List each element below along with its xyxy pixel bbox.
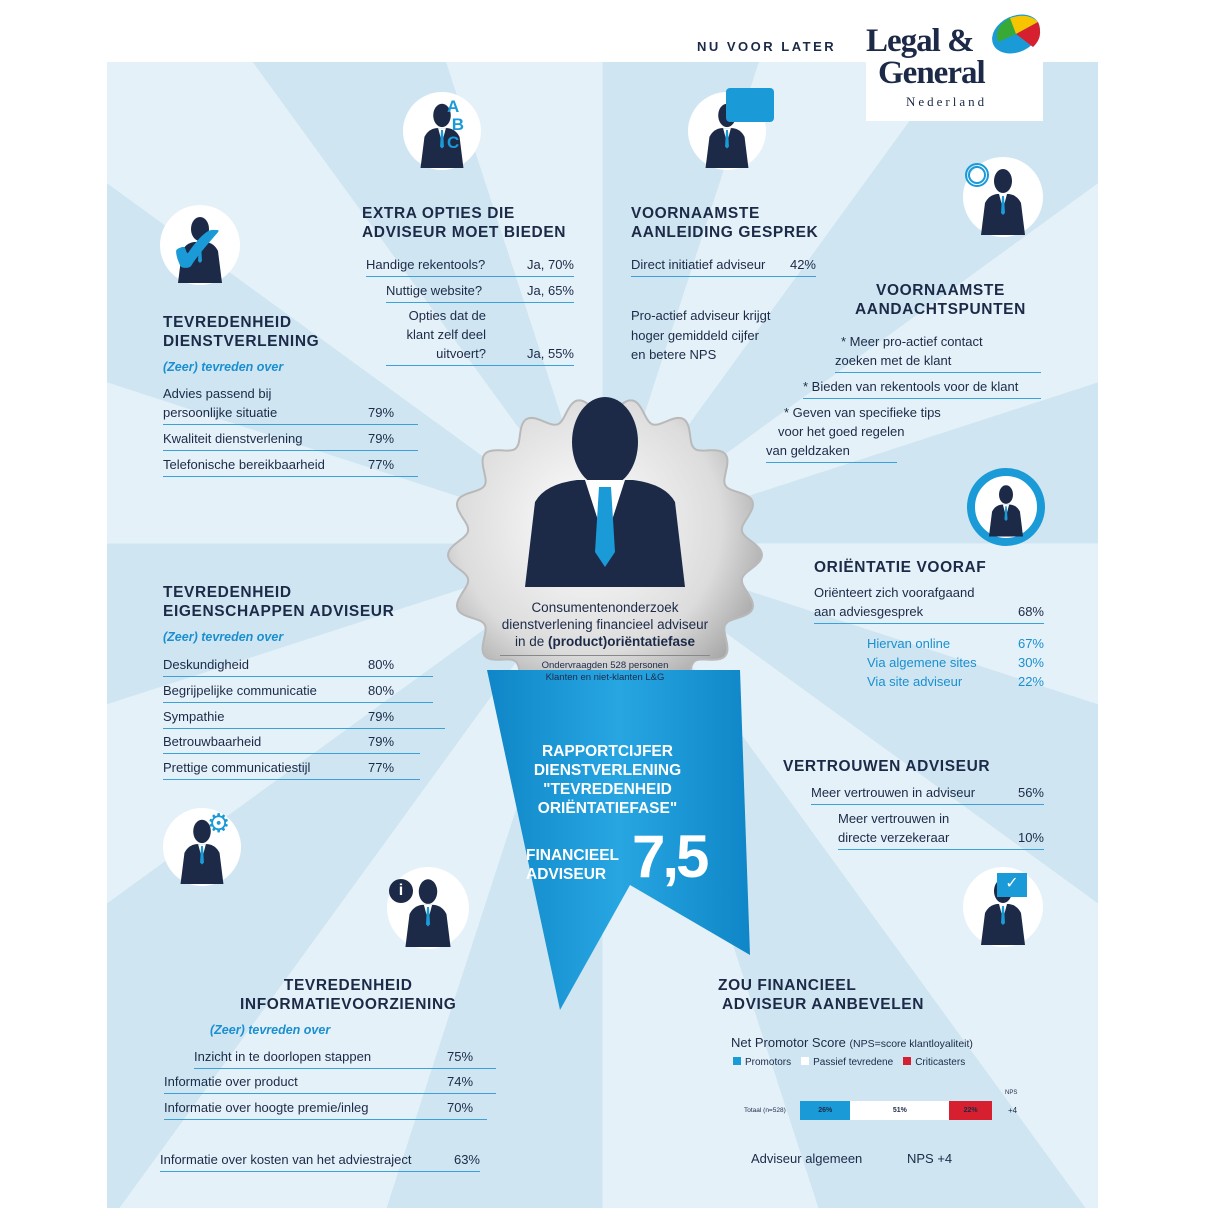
vertrouwen-title: VERTROUWEN ADVISEUR: [783, 758, 991, 775]
nps-footer-value: NPS +4: [907, 1151, 953, 1166]
advisor-figure-icon: [525, 397, 685, 587]
nps-legend: Promotors Passief tevredene Criticasters: [733, 1057, 965, 1068]
legend-swatch: [801, 1057, 810, 1065]
tagline: NU VOOR LATER: [697, 39, 837, 54]
nps-title: Net Promotor Score (NPS=score klantloyal…: [731, 1035, 973, 1050]
bar-segment: 22%: [949, 1101, 992, 1120]
table-row: Informatie over kosten van het adviestra…: [160, 1150, 480, 1172]
legend-swatch: [903, 1057, 912, 1065]
person-speech-bubble-icon: [688, 88, 774, 170]
person-flag-icon: ✓: [963, 867, 1043, 947]
legend-item: Promotors: [733, 1057, 791, 1068]
legend-item: Passief tevredene: [801, 1057, 893, 1068]
ribbon: [487, 670, 750, 1010]
person-gear-icon: ⚙: [163, 808, 241, 886]
eigenschappen-subtitle: (Zeer) tevreden over: [163, 630, 284, 644]
informatie-subtitle: (Zeer) tevreden over: [210, 1023, 331, 1037]
table-row: Handige rekentools?Ja, 70%: [366, 255, 574, 277]
nps-header: NPS: [1005, 1090, 1018, 1096]
logo-line1: Legal &: [866, 23, 975, 59]
nps-footer-label: Adviseur algemeen: [751, 1151, 863, 1166]
umbrella-logo-icon: [992, 14, 1041, 54]
nps-row-label: Totaal (n=528): [744, 1107, 786, 1114]
person-magnifier-icon: [967, 468, 1045, 546]
list-item: * Bieden van rekentools voor de klant: [803, 377, 1041, 399]
logo-line2: General: [878, 55, 986, 91]
nps-stacked-bar: 26%51%22%: [800, 1101, 992, 1120]
orientatie-title: ORIËNTATIE VOORAF: [814, 559, 987, 576]
bar-segment: 26%: [800, 1101, 851, 1120]
bar-segment: 51%: [850, 1101, 950, 1120]
score: 7,5: [632, 823, 709, 890]
nps-value: +4: [1008, 1106, 1018, 1115]
person-target-icon: [963, 157, 1043, 237]
person-checkmark-icon: ✔: [160, 205, 240, 285]
person-info-icon: i: [387, 867, 469, 949]
dienstverlening-subtitle: (Zeer) tevreden over: [163, 360, 284, 374]
logo: Legal & General Nederland: [866, 0, 1043, 121]
legend-swatch: [733, 1057, 741, 1065]
table-row: Nuttige website?Ja, 65%: [386, 281, 574, 303]
legend-item: Criticasters: [903, 1057, 965, 1068]
logo-line3: Nederland: [906, 94, 988, 109]
